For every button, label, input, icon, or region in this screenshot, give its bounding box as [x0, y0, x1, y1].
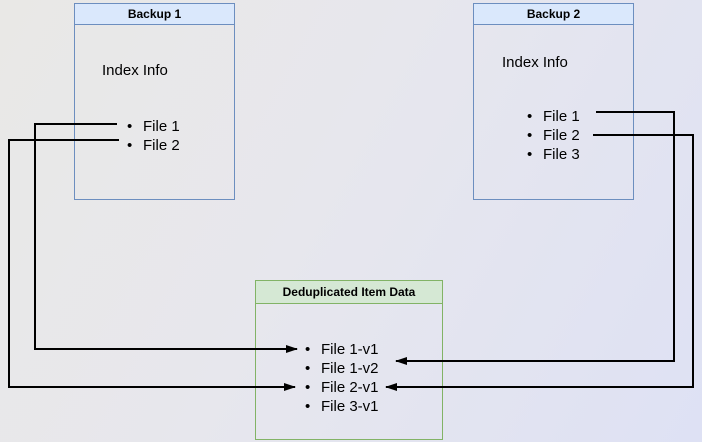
backup1-header: Backup 1: [75, 4, 234, 25]
backup2-title: Backup 2: [526, 7, 581, 21]
dedup-box: Deduplicated Item Data File 1-v1 File 1-…: [255, 280, 443, 440]
list-item: File 3: [525, 145, 580, 164]
list-item: File 2: [525, 126, 580, 145]
backup1-file-list: File 1 File 2: [125, 117, 180, 155]
list-item: File 1-v1: [303, 340, 379, 359]
list-item: File 1: [525, 107, 580, 126]
backup2-header: Backup 2: [474, 4, 633, 25]
backup2-box: Backup 2 Index Info File 1 File 2 File 3: [473, 3, 634, 200]
list-item: File 1-v2: [303, 359, 379, 378]
list-item: File 2: [125, 136, 180, 155]
backup2-index-info-label: Index Info: [502, 54, 568, 71]
backup1-box: Backup 1 Index Info File 1 File 2: [74, 3, 235, 200]
backup1-index-info-label: Index Info: [102, 62, 168, 79]
list-item: File 1: [125, 117, 180, 136]
backup2-file-list: File 1 File 2 File 3: [525, 107, 580, 164]
list-item: File 3-v1: [303, 397, 379, 416]
list-item: File 2-v1: [303, 378, 379, 397]
dedup-file-list: File 1-v1 File 1-v2 File 2-v1 File 3-v1: [303, 340, 379, 416]
dedup-header: Deduplicated Item Data: [256, 281, 442, 304]
dedup-title: Deduplicated Item Data: [282, 285, 416, 299]
backup1-title: Backup 1: [127, 7, 182, 21]
